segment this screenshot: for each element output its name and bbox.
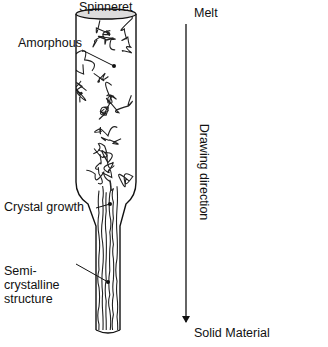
melt-label: Melt <box>194 6 234 20</box>
polymer-chain <box>98 191 100 345</box>
polymer-chain <box>96 20 110 35</box>
polymer-chain <box>102 186 104 336</box>
polymer-chain <box>96 154 103 184</box>
polymer-chain <box>95 127 118 136</box>
polymer-chain <box>106 82 117 103</box>
spinneret-label: Spinneret <box>79 0 149 14</box>
polymer-chain <box>93 37 115 50</box>
polymer-chain <box>112 188 114 334</box>
polymer-chain <box>116 186 118 337</box>
leader-dot <box>106 280 110 284</box>
polymer-chain <box>101 107 109 115</box>
polymer-chains <box>59 13 132 345</box>
structure-label: Semi-crystalline structure <box>4 264 84 306</box>
polymer-chain <box>122 37 132 53</box>
polymer-chain <box>109 180 111 333</box>
crystal-growth-label: Crystal growth <box>4 200 96 214</box>
amorphous-label: Amorphous <box>18 36 90 50</box>
leader-dot <box>108 202 112 206</box>
polymer-chain <box>86 170 113 190</box>
leader-dot <box>112 64 116 68</box>
leader-line <box>76 264 108 282</box>
polymer-chain <box>119 174 133 187</box>
polymer-chain <box>102 162 113 177</box>
direction-arrow <box>185 24 186 322</box>
fiber-outline <box>76 14 96 330</box>
leader-line <box>82 50 114 66</box>
polymer-chain <box>59 62 83 74</box>
direction-label: Drawing direction <box>197 124 211 221</box>
polymer-chain <box>94 73 109 82</box>
polymer-chain <box>105 192 106 335</box>
solid-material-label: Solid Material <box>194 326 304 340</box>
fiber-end <box>96 330 120 333</box>
fiber-outline <box>120 14 136 330</box>
polymer-chain <box>101 137 121 144</box>
leader-line <box>96 204 110 208</box>
